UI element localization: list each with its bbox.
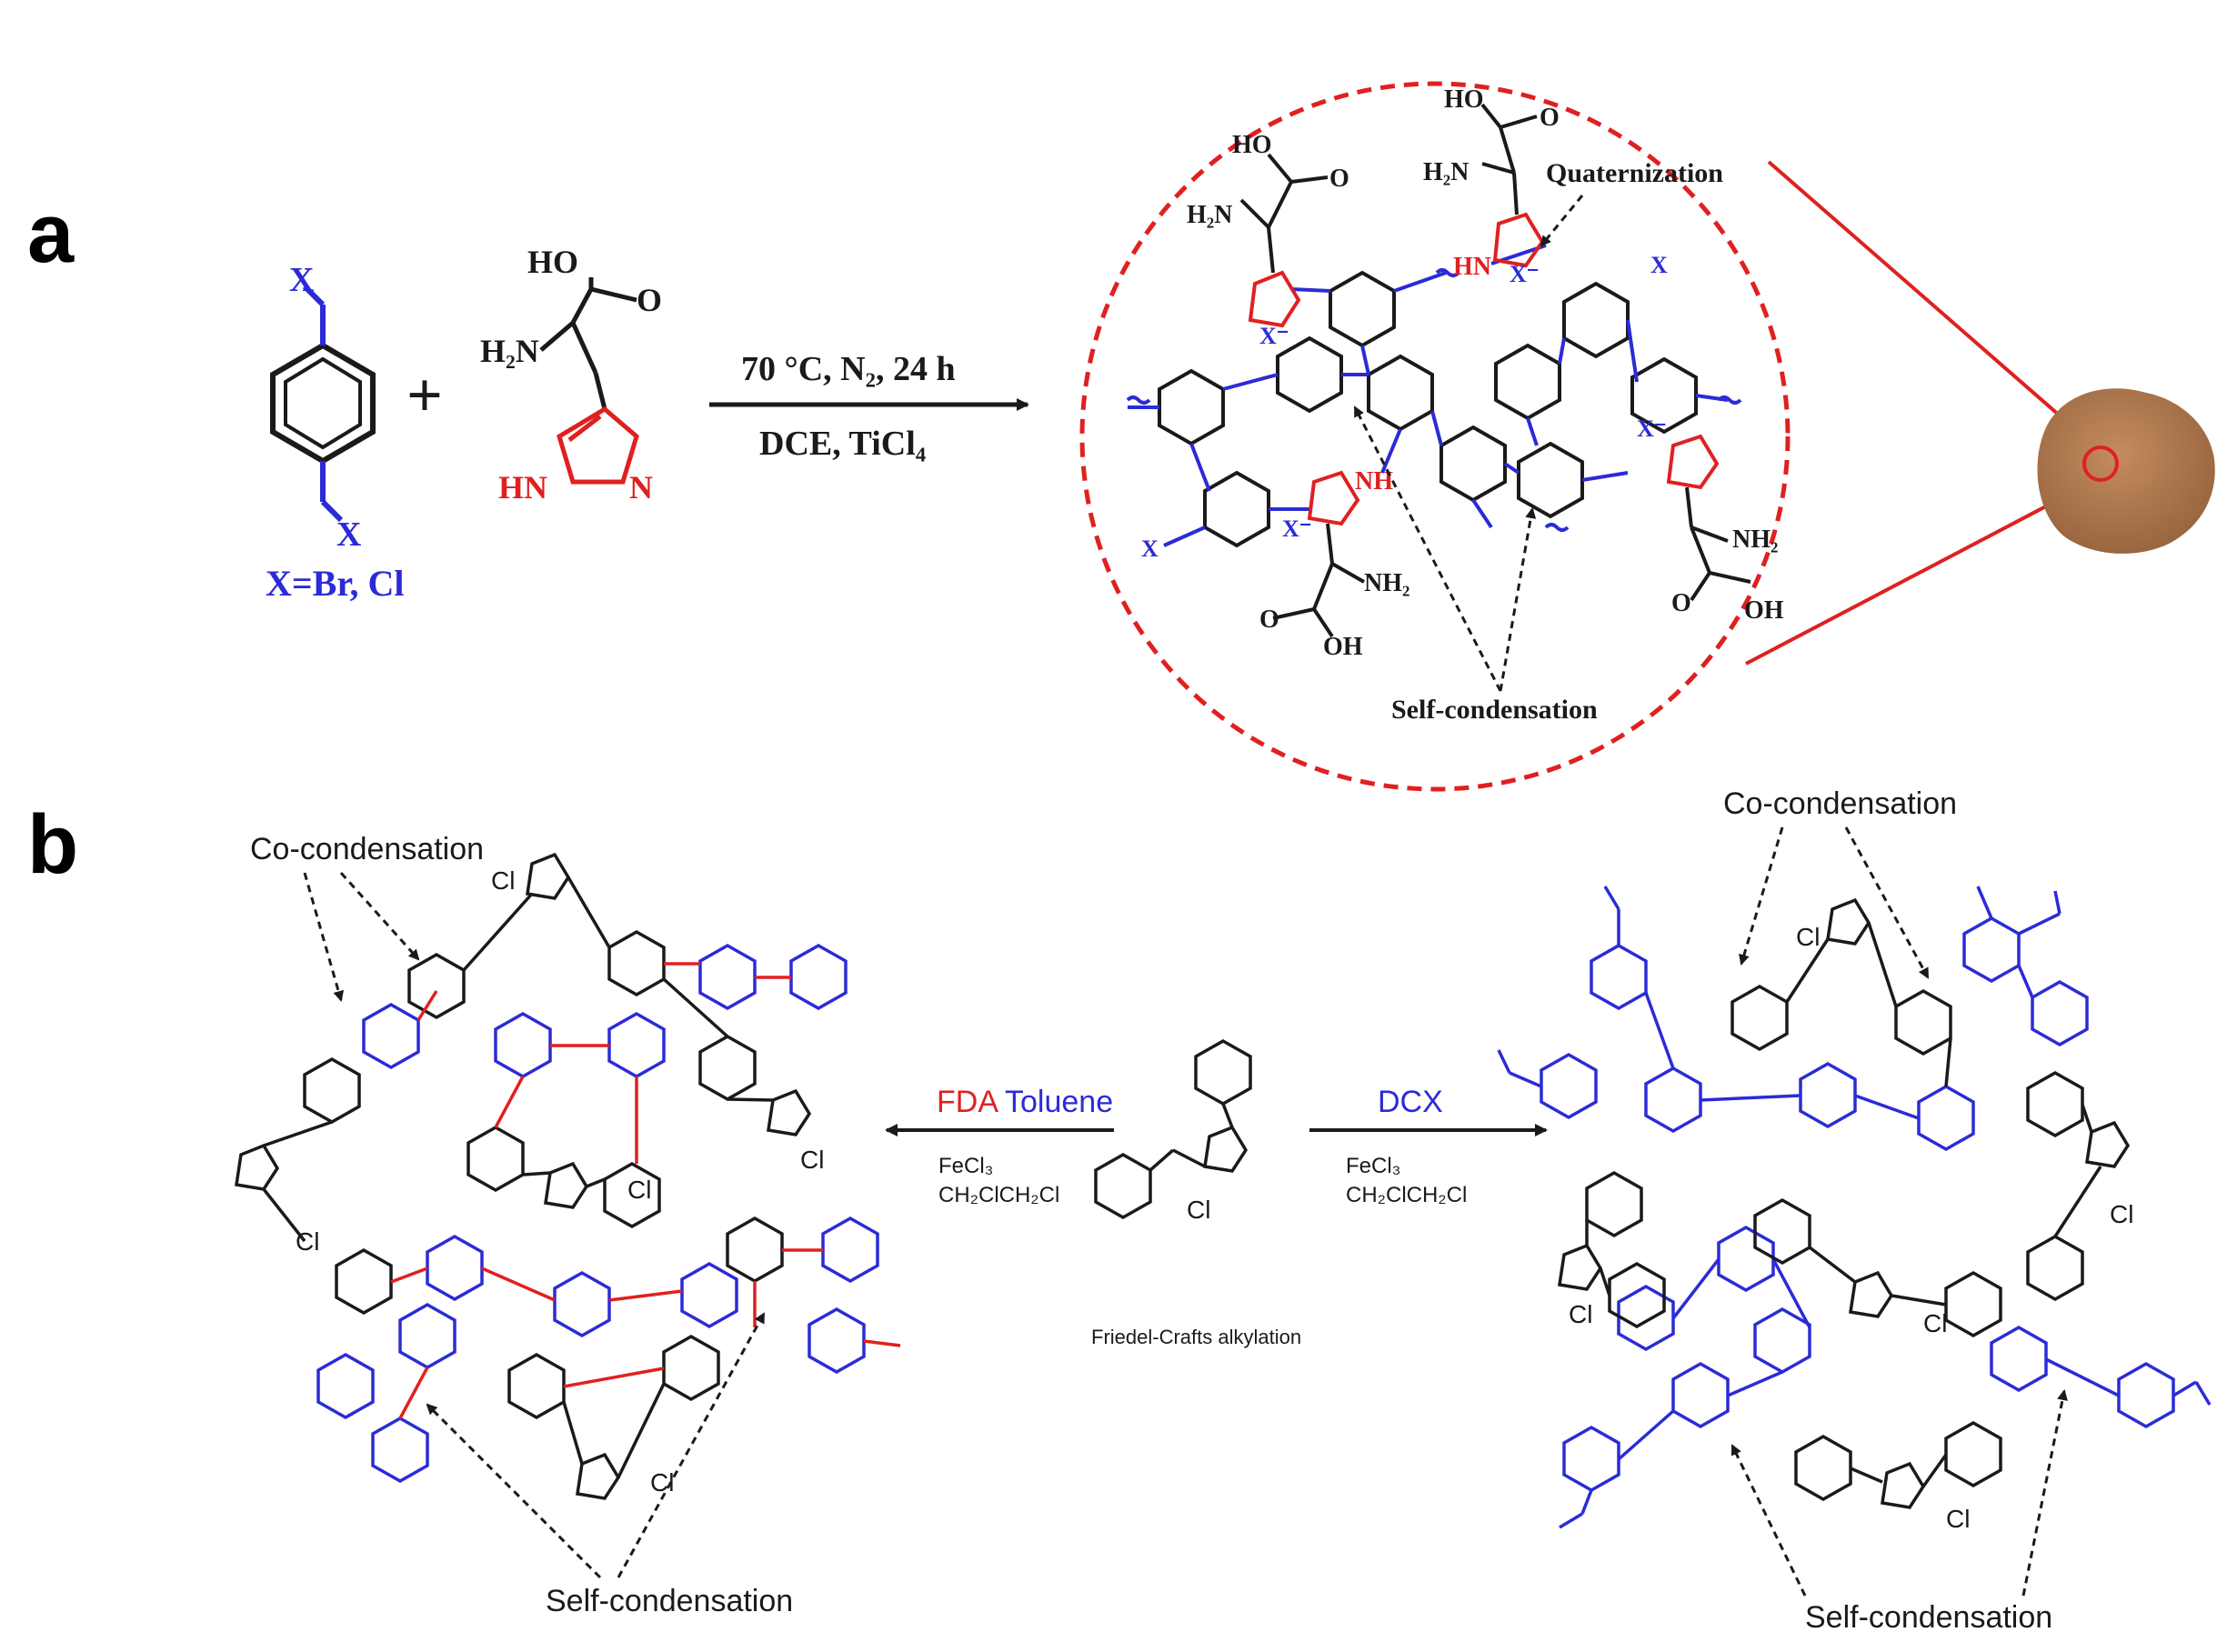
- dcx-label: DCX: [1378, 1085, 1443, 1119]
- acid-oh-3: OH: [1323, 633, 1363, 661]
- self-condensation-left: Self-condensation: [546, 1584, 793, 1618]
- acid-h2n-2: H₂N: [1423, 158, 1469, 186]
- monomer-x-top: X: [289, 261, 314, 299]
- self-cond-arrow-l1: [426, 1403, 602, 1579]
- polymer-network-a: [1126, 103, 1751, 638]
- cl-left-5: Cl: [650, 1468, 674, 1497]
- counter-ion-4: X⁻: [1637, 416, 1667, 442]
- acid-ho-1: HO: [1232, 131, 1272, 159]
- cl-right-4: Cl: [1923, 1309, 1947, 1337]
- chain-x-2: X: [1141, 536, 1159, 562]
- acid-nh2-4: NH₂: [1732, 526, 1778, 554]
- cl-left-3: Cl: [296, 1227, 319, 1256]
- panel-a-label: a: [27, 187, 75, 280]
- powder-sample: [2037, 388, 2215, 554]
- co-condensation-right: Co-condensation: [1723, 786, 1957, 821]
- friedel-crafts-label: Friedel-Crafts alkylation: [1091, 1326, 1301, 1348]
- panel-b-label: b: [27, 798, 78, 891]
- zoom-line-bottom: [1745, 478, 2097, 666]
- monomer-x-bottom: X: [336, 516, 361, 554]
- co-cond-arrow-l1: [303, 872, 345, 1002]
- acid-o-1: O: [1329, 165, 1349, 193]
- acid-nh2-3: NH₂: [1364, 569, 1409, 597]
- histidine-molecule: [539, 277, 637, 410]
- quaternization-label: Quaternization: [1546, 158, 1723, 188]
- imidazolium-hn: HN: [1453, 253, 1491, 281]
- fda-label: FDA: [937, 1085, 998, 1119]
- powder-zoom-spot: [2082, 446, 2119, 482]
- histidine-hn: HN: [498, 469, 547, 506]
- plus-sign: +: [406, 361, 443, 431]
- solvent-right: CH₂ClCH₂Cl: [1346, 1183, 1467, 1207]
- self-condensation-label-a: Self-condensation: [1391, 695, 1598, 725]
- solvent-left: CH₂ClCH₂Cl: [938, 1183, 1059, 1207]
- imidazole-ring: [557, 405, 639, 485]
- co-cond-arrow-l2: [339, 871, 420, 961]
- x-definition: X=Br, Cl: [266, 563, 404, 604]
- dihalide-monomer: [270, 284, 376, 523]
- quaternization-arrow: [1540, 195, 1584, 247]
- cl-left-1: Cl: [491, 866, 515, 895]
- chain-x-1: X: [1650, 252, 1668, 278]
- right-network: [1497, 886, 2212, 1529]
- conditions-top: 70 °C, N₂, 24 h: [741, 350, 956, 388]
- acid-o-3: O: [1259, 606, 1279, 634]
- self-cond-arrow-r2: [2021, 1389, 2068, 1597]
- fecl3-left: FeCl₃: [938, 1154, 993, 1178]
- acid-o-2: O: [1540, 104, 1560, 132]
- cl-right-3: Cl: [1569, 1300, 1592, 1328]
- co-cond-arrow-r1: [1739, 826, 1784, 966]
- cl-left-2: Cl: [800, 1146, 824, 1174]
- counter-ion-1: X⁻: [1259, 323, 1289, 349]
- cl-left-4: Cl: [627, 1176, 651, 1204]
- histidine-h2n: H₂N: [480, 333, 539, 369]
- co-condensation-left: Co-condensation: [250, 832, 484, 866]
- histidine-n: N: [629, 469, 653, 506]
- acid-oh-4: OH: [1744, 596, 1784, 625]
- self-cond-arrow-a1: [1353, 405, 1502, 692]
- magnified-network-circle: [1079, 81, 1791, 792]
- zoom-line-top: [1767, 160, 2098, 449]
- histidine-ho: HO: [527, 244, 578, 280]
- monomer-cl: Cl: [1187, 1196, 1210, 1224]
- acid-o-4: O: [1671, 589, 1691, 617]
- self-cond-arrow-l2: [617, 1312, 766, 1578]
- imidazolium-monomer: [1094, 1038, 1252, 1220]
- self-cond-arrow-a2: [1499, 507, 1537, 692]
- self-cond-arrow-r1: [1730, 1444, 1807, 1597]
- conditions-bottom: DCE, TiCl₄: [759, 425, 927, 463]
- counter-ion-2: X⁻: [1510, 261, 1540, 287]
- fecl3-right: FeCl₃: [1346, 1154, 1400, 1178]
- toluene-label: Toluene: [1005, 1085, 1113, 1119]
- self-condensation-right: Self-condensation: [1805, 1600, 2052, 1635]
- acid-ho-2: HO: [1444, 85, 1484, 114]
- cl-right-5: Cl: [1946, 1505, 1970, 1533]
- histidine-o: O: [637, 282, 662, 318]
- cl-right-1: Cl: [1796, 923, 1820, 951]
- left-network: [235, 852, 901, 1500]
- cl-right-2: Cl: [2110, 1200, 2133, 1228]
- acid-h2n-1: H₂N: [1187, 201, 1232, 229]
- counter-ion-3: X⁻: [1282, 516, 1312, 542]
- co-cond-arrow-r2: [1844, 826, 1930, 979]
